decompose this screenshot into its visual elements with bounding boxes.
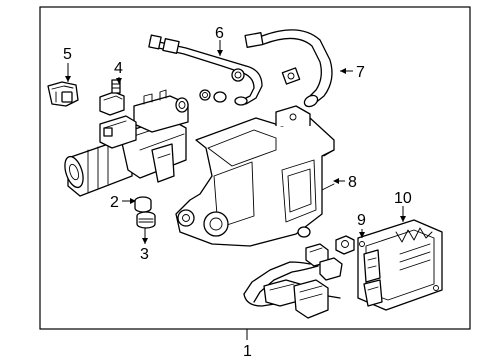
arrowheads [65, 50, 406, 244]
callout-5: 5 [63, 46, 72, 63]
part-9-grommet [335, 235, 355, 255]
callout-4: 4 [114, 60, 123, 77]
part-7-hose [244, 29, 333, 108]
part-2-cap [134, 196, 152, 213]
callout-7: 7 [356, 64, 365, 81]
part-4-sensor [99, 79, 125, 116]
callout-10: 10 [394, 190, 412, 207]
part-5-connector [47, 81, 79, 107]
callout-9: 9 [357, 212, 366, 229]
callout-2: 2 [110, 194, 119, 211]
part-8-bracket [175, 105, 335, 247]
actuator-motor [64, 89, 189, 197]
wiring-harness [243, 243, 343, 319]
callout-8: 8 [348, 174, 357, 191]
part-10-control-module [357, 219, 443, 311]
callout-1: 1 [243, 343, 252, 360]
callout-3: 3 [140, 246, 149, 263]
part-3-plug [136, 211, 156, 229]
assembly-frame [39, 6, 471, 330]
part-6-tube [148, 34, 263, 106]
callout-6: 6 [215, 25, 224, 42]
